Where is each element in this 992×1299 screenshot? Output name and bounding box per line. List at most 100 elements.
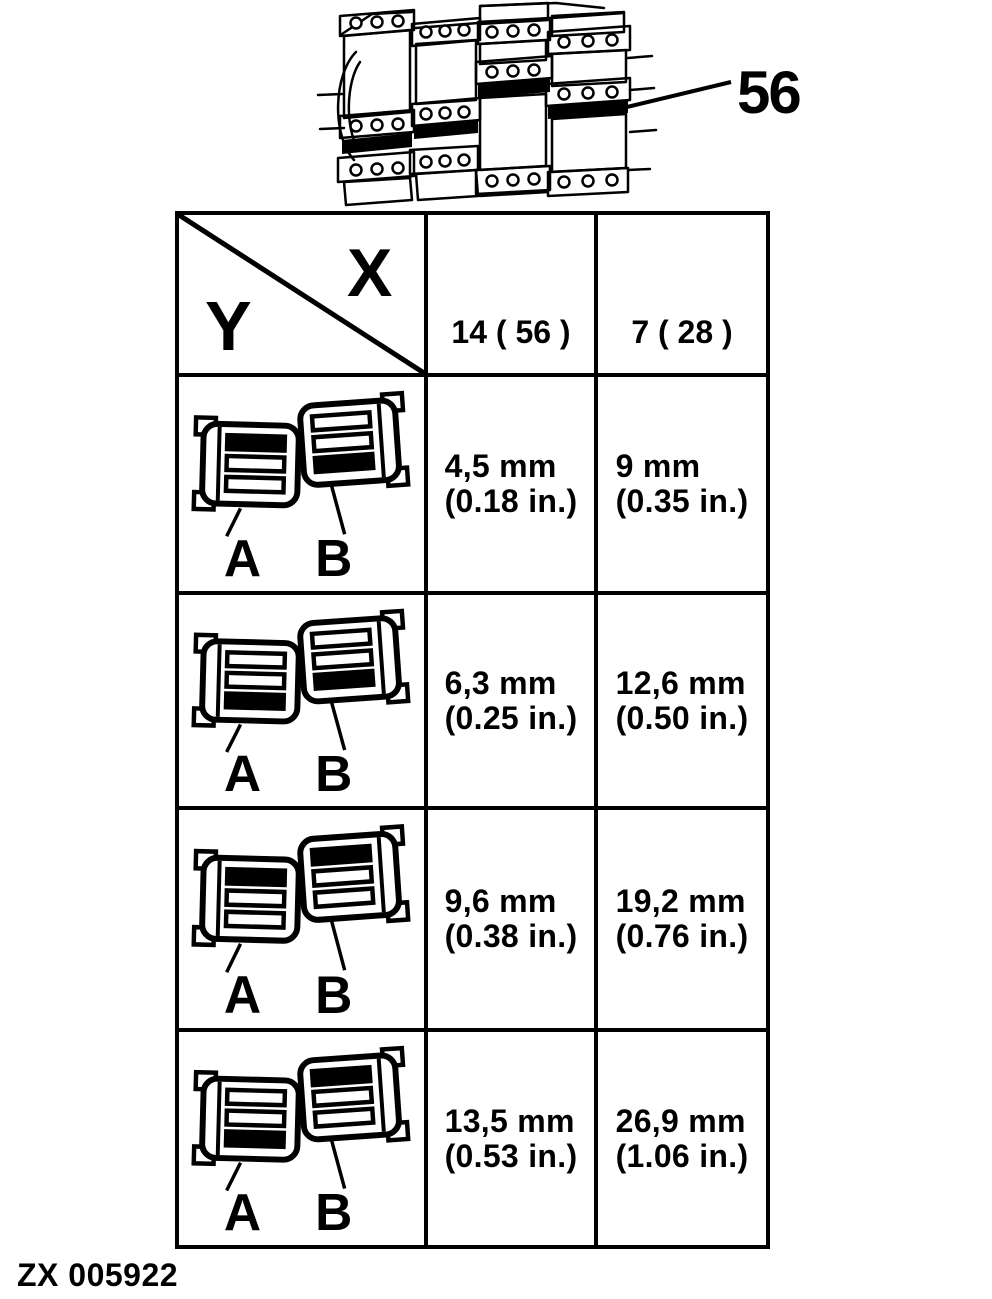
- leader-line-a: [225, 507, 243, 538]
- callout-label-56: 56: [737, 59, 800, 126]
- leader-line-b: [330, 702, 347, 751]
- terminal-slot-empty: [224, 1087, 288, 1108]
- connector-label-b: B: [315, 1183, 352, 1241]
- terminal-slot-empty: [224, 1108, 287, 1129]
- connector-label-b: B: [315, 966, 352, 1025]
- value-mm: 6,3 mm: [444, 664, 557, 701]
- measurement-cell: 26,9 mm (1.06 in.): [598, 1032, 766, 1245]
- measurement-cell: 9 mm (0.35 in.): [598, 377, 766, 595]
- value-inch: (0.50 in.): [615, 699, 749, 736]
- connector-a: [191, 632, 302, 728]
- terminal-slot-filled: [223, 691, 287, 711]
- flange-edge: [215, 1081, 222, 1156]
- flange-edge: [376, 837, 386, 913]
- flange-edge: [215, 860, 222, 936]
- connector-a: [191, 1069, 302, 1167]
- flange-edge: [376, 1058, 386, 1132]
- terminal-slot-empty: [224, 670, 287, 691]
- cylinder-line-art: [316, 1, 658, 207]
- flange-edge: [215, 426, 222, 501]
- value-inch: (0.18 in.): [444, 483, 578, 519]
- terminal-slot-filled: [224, 432, 288, 453]
- terminal-slot-empty: [223, 909, 287, 930]
- leader-line-a: [225, 723, 243, 753]
- value-inch: (0.35 in.): [615, 483, 749, 519]
- value-inch: (0.25 in.): [444, 699, 578, 736]
- connector-a: [191, 848, 302, 948]
- connector-b: [297, 1045, 411, 1143]
- terminal-slot-empty: [312, 1106, 376, 1129]
- column-header-label: 14 ( 56 ): [451, 314, 571, 350]
- value-mm: 19,2 mm: [615, 883, 746, 920]
- connector-b: [297, 823, 411, 924]
- filler-plate-assembly-illustration: 56: [316, 1, 802, 207]
- value-mm: 13,5 mm: [444, 1102, 575, 1139]
- value-inch: (0.76 in.): [615, 918, 749, 954]
- table-corner-cell: X Y: [179, 215, 428, 377]
- connector-label-a: A: [224, 529, 261, 587]
- value-inch: (1.06 in.): [615, 1137, 749, 1174]
- terminal-slot-filled: [312, 451, 376, 475]
- measurement-cell: 19,2 mm (0.76 in.): [598, 810, 766, 1032]
- leader-line-a: [225, 1161, 243, 1192]
- terminal-slot-filled: [312, 668, 376, 692]
- terminal-slot-empty: [309, 409, 373, 433]
- terminal-slot-filled: [224, 866, 288, 888]
- measurement-cell: 13,5 mm (0.53 in.): [428, 1032, 598, 1245]
- connector-b: [297, 390, 411, 489]
- measurement-cell: 6,3 mm (0.25 in.): [428, 595, 598, 810]
- x-axis-label: X: [347, 235, 393, 311]
- value-inch: (0.38 in.): [444, 918, 578, 954]
- terminal-slot-filled: [309, 843, 373, 867]
- column-header-7-28: 7 ( 28 ): [598, 215, 766, 377]
- leader-line-b: [330, 1140, 347, 1189]
- connector-label-b: B: [315, 529, 352, 587]
- figure-code: ZX 005922: [17, 1257, 179, 1293]
- terminal-slot-empty: [224, 650, 288, 670]
- value-mm: 26,9 mm: [615, 1102, 746, 1139]
- leader-line-a: [225, 943, 243, 974]
- terminal-slot-filled: [223, 1129, 287, 1150]
- flange-edge: [376, 403, 386, 478]
- connector-label-a: A: [224, 1183, 261, 1241]
- terminal-slot-empty: [309, 627, 373, 650]
- terminal-slot-empty: [311, 430, 375, 454]
- value-mm: 9 mm: [615, 448, 701, 485]
- terminal-slot-empty: [311, 864, 375, 888]
- connector-label-a: A: [224, 966, 261, 1025]
- flange-edge: [215, 644, 222, 717]
- connector-label-b: B: [315, 745, 352, 802]
- value-inch: (0.53 in.): [444, 1137, 578, 1174]
- corner-diagonal-line: [179, 215, 424, 373]
- connector-label-a: A: [224, 745, 261, 802]
- leader-line-b: [330, 486, 347, 535]
- terminal-slot-empty: [224, 453, 287, 474]
- connector-a: [191, 415, 302, 512]
- callout-leader-line: [626, 80, 732, 109]
- value-mm: 4,5 mm: [444, 448, 557, 485]
- connector-b: [297, 608, 411, 705]
- flange-edge: [376, 621, 386, 694]
- measurement-cell: 9,6 mm (0.38 in.): [428, 810, 598, 1032]
- terminal-slot-empty: [311, 1085, 375, 1109]
- measurement-cell: 4,5 mm (0.18 in.): [428, 377, 598, 595]
- measurement-cell: 12,6 mm (0.50 in.): [598, 595, 766, 810]
- column-header-label: 7 ( 28 ): [631, 314, 733, 350]
- value-mm: 12,6 mm: [615, 664, 746, 701]
- terminal-slot-empty: [224, 888, 287, 909]
- terminal-slot-empty: [312, 886, 376, 910]
- terminal-slot-empty: [311, 648, 375, 671]
